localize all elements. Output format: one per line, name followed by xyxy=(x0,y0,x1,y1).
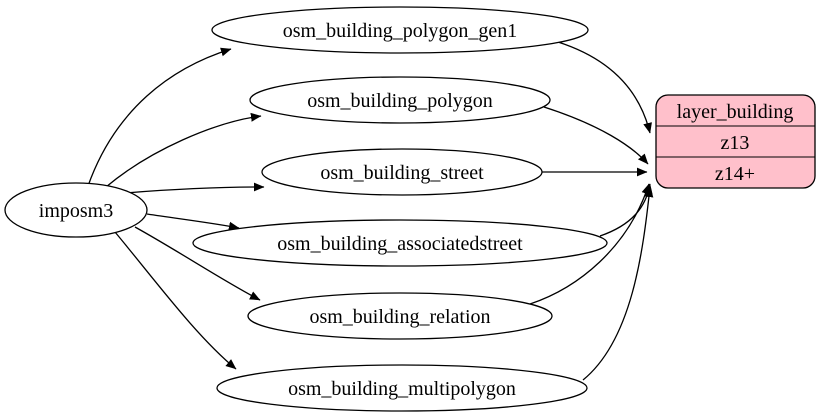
node-osm-building-polygon-gen1: osm_building_polygon_gen1 xyxy=(211,6,589,54)
node-osm-building-associatedstreet: osm_building_associatedstreet xyxy=(192,219,608,267)
imposm3-label: imposm3 xyxy=(39,200,113,222)
osm-building-street-label: osm_building_street xyxy=(320,162,484,184)
edge-imposm3-to-associatedstreet xyxy=(146,213,240,231)
osm-building-relation-label: osm_building_relation xyxy=(309,306,490,328)
osm-building-polygon-ellipse xyxy=(249,76,551,124)
edges-from-source xyxy=(87,47,265,370)
node-osm-building-polygon: osm_building_polygon xyxy=(249,76,551,124)
layer-building-rect xyxy=(655,94,816,189)
edge-multipolygon-to-z14 xyxy=(582,186,654,381)
osm-building-polygon-gen1-label: osm_building_polygon_gen1 xyxy=(283,20,517,42)
edge-relation-to-z14 xyxy=(529,183,651,305)
osm-building-relation-ellipse xyxy=(247,292,553,340)
edge-imposm3-to-polygon xyxy=(105,112,262,188)
edge-associatedstreet-to-z14 xyxy=(599,183,653,237)
node-osm-building-street: osm_building_street xyxy=(261,148,543,196)
node-osm-building-relation: osm_building_relation xyxy=(247,292,553,340)
edge-polygon-gen1-to-z13 xyxy=(557,41,652,134)
edge-imposm3-to-relation xyxy=(134,226,261,301)
osm-building-street-ellipse xyxy=(261,148,543,196)
layer-building-title: layer_building xyxy=(677,101,794,123)
osm-building-associatedstreet-ellipse xyxy=(192,219,608,267)
edge-imposm3-to-street xyxy=(124,182,265,194)
osm-building-multipolygon-ellipse xyxy=(216,364,588,412)
edges-to-layer xyxy=(529,41,654,381)
edge-imposm3-to-polygon-gen1 xyxy=(87,47,232,187)
node-imposm3: imposm3 xyxy=(4,182,148,238)
layer-building-row-z14plus: z14+ xyxy=(715,163,755,185)
edge-polygon-to-z14 xyxy=(543,106,649,165)
osm-building-polygon-gen1-ellipse xyxy=(211,6,589,54)
osm-building-associatedstreet-label: osm_building_associatedstreet xyxy=(277,233,523,255)
node-layer-building: layer_building z13 z14+ xyxy=(655,94,816,189)
edge-imposm3-to-multipolygon xyxy=(114,231,237,370)
osm-building-polygon-label: osm_building_polygon xyxy=(307,90,493,112)
osm-building-multipolygon-label: osm_building_multipolygon xyxy=(288,378,516,400)
imposm3-ellipse xyxy=(4,182,148,238)
node-osm-building-multipolygon: osm_building_multipolygon xyxy=(216,364,588,412)
layer-building-row-z13: z13 xyxy=(721,132,750,154)
